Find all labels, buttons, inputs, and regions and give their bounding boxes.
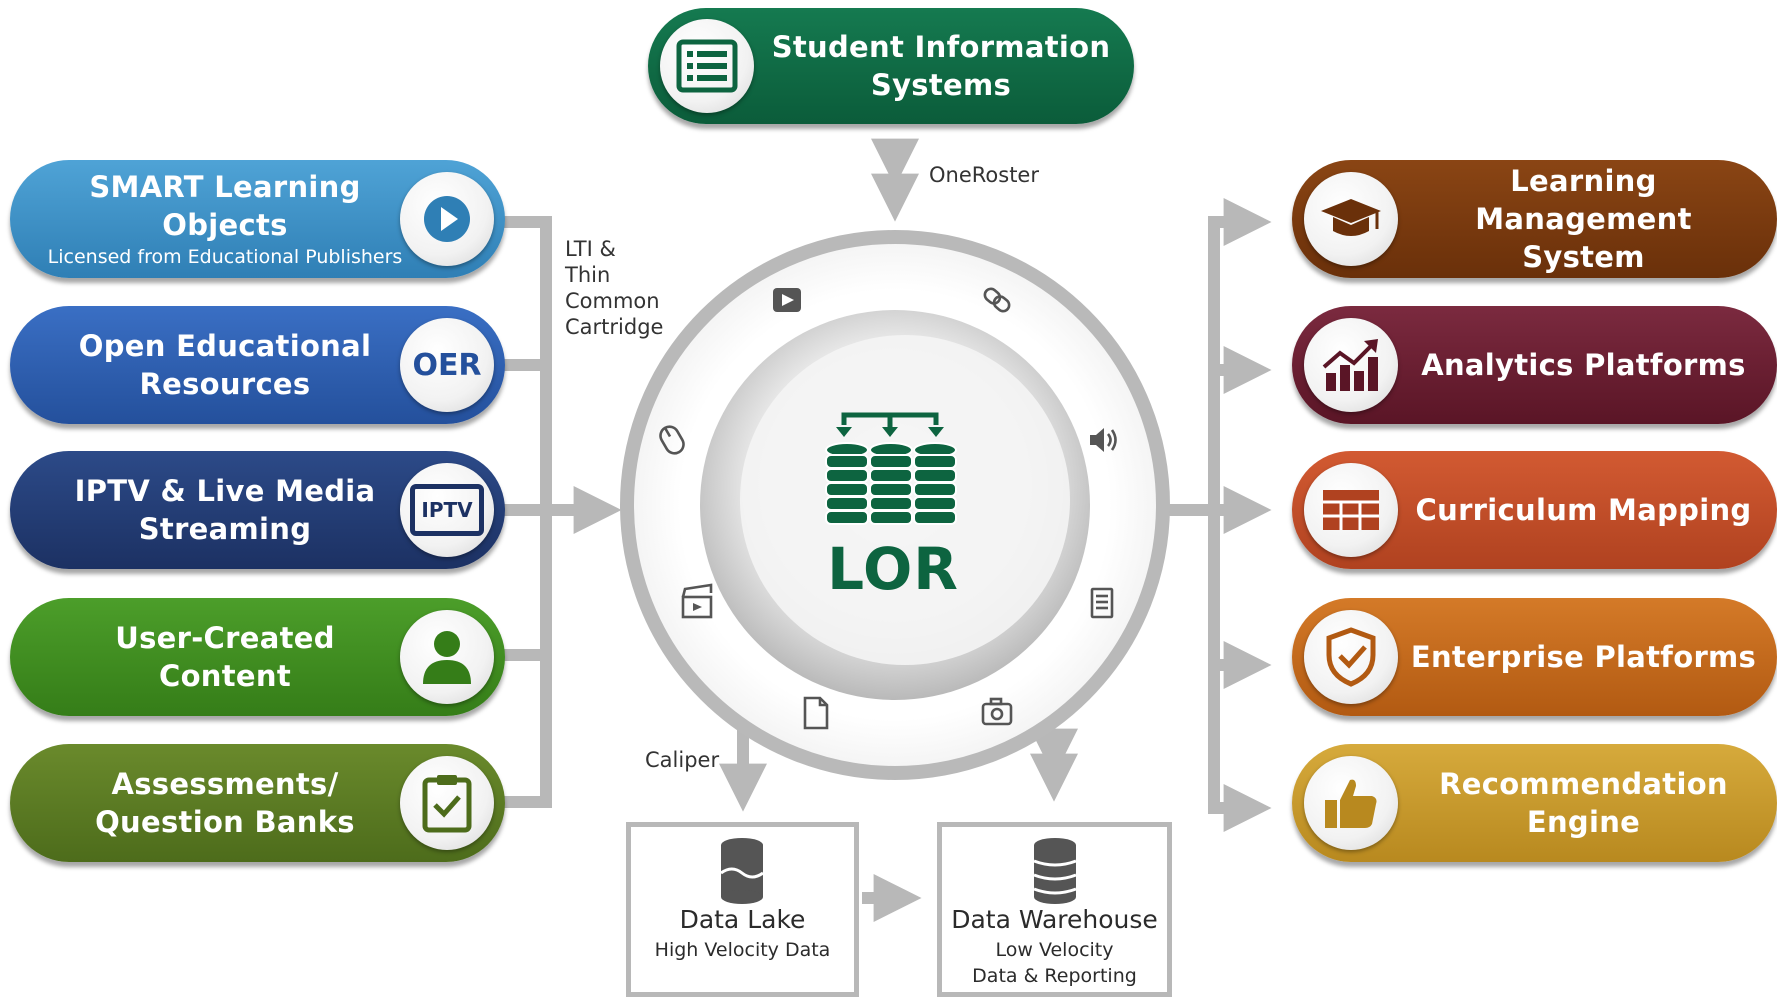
camera-icon	[981, 697, 1013, 726]
sis-pill: Student Information Systems	[648, 8, 1134, 124]
lti-label-line1: LTI &	[565, 237, 616, 261]
data-warehouse-box: Data Warehouse Low Velocity Data & Repor…	[937, 822, 1172, 997]
target-2-badge	[1304, 463, 1398, 557]
list-document-icon	[676, 39, 738, 93]
data-warehouse-subtitle-1: Low Velocity	[995, 939, 1114, 961]
target-analytics-platforms: Analytics Platforms	[1292, 306, 1777, 424]
source-0-subtitle: Licensed from Educational Publishers	[47, 246, 403, 268]
source-1-line2: Resources	[139, 367, 311, 401]
target-2-line1: Curriculum Mapping	[1415, 493, 1752, 527]
shield-check-icon	[1326, 627, 1376, 687]
person-icon	[423, 631, 471, 684]
data-lake-title: Data Lake	[679, 905, 806, 934]
source-iptv-live-media: IPTV & Live Media Streaming IPTV	[10, 451, 505, 569]
lti-label: LTI & Thin Common Cartridge	[565, 236, 663, 340]
source-4-line2: Question Banks	[95, 805, 355, 839]
data-warehouse-subtitle-2: Data & Reporting	[972, 965, 1137, 987]
source-0-badge	[400, 172, 494, 266]
source-3-badge	[400, 610, 494, 704]
source-3-line1: User-Created	[115, 621, 335, 655]
graduation-cap-icon	[1321, 199, 1381, 236]
database-icon	[720, 838, 764, 904]
ring-icons	[659, 287, 1117, 730]
source-1-line1: Open Educational	[78, 329, 372, 363]
document-icon	[1090, 587, 1114, 619]
caliper-label: Caliper	[645, 748, 720, 772]
source-2-line1: IPTV & Live Media	[74, 474, 376, 508]
link-icon	[983, 287, 1011, 313]
lor-label: LOR	[827, 535, 959, 603]
speaker-icon	[1090, 428, 1117, 452]
source-assessments-question-banks: Assessments/ Question Banks	[10, 744, 505, 862]
sis-title-line2: Systems	[870, 68, 1012, 102]
grid-icon	[1323, 490, 1379, 530]
source-3-line2: Content	[159, 659, 291, 693]
database-icon	[1033, 838, 1077, 904]
data-lake-subtitle: High Velocity Data	[654, 939, 831, 961]
database-stack-icon	[825, 412, 957, 525]
growth-chart-icon	[1322, 339, 1378, 391]
target-1-line1: Analytics Platforms	[1421, 348, 1746, 382]
thumbs-up-icon	[1325, 779, 1377, 828]
target-0-line2: System	[1522, 240, 1645, 274]
file-icon	[803, 696, 829, 730]
data-lake-box: Data Lake High Velocity Data	[626, 822, 859, 997]
target-recommendation-engine: Recommendation Engine	[1292, 744, 1777, 862]
target-learning-management-system: Learning Management System	[1292, 160, 1777, 278]
target-0-line1: Learning Management	[1475, 164, 1692, 236]
target-1-badge	[1304, 318, 1398, 412]
right-connector	[1162, 198, 1272, 832]
target-4-line2: Engine	[1526, 805, 1641, 839]
target-enterprise-platforms: Enterprise Platforms	[1292, 598, 1777, 716]
target-3-line1: Enterprise Platforms	[1410, 640, 1757, 674]
clapper-icon	[681, 583, 713, 619]
source-0-title: SMART Learning Objects	[89, 170, 361, 242]
tv-icon: IPTV	[400, 463, 494, 557]
data-warehouse-title: Data Warehouse	[951, 905, 1158, 934]
lti-label-line4: Cartridge	[565, 315, 664, 339]
lti-label-line3: Common	[565, 289, 660, 313]
oer-badge-text: OER	[412, 347, 482, 383]
target-3-badge	[1304, 610, 1398, 704]
sis-title-line1: Student Information	[771, 30, 1111, 64]
source-2-line2: Streaming	[138, 512, 312, 546]
oer-icon: OER	[400, 318, 494, 412]
clipboard-check-icon	[422, 775, 472, 833]
target-curriculum-mapping: Curriculum Mapping	[1292, 451, 1777, 569]
target-0-badge	[1304, 172, 1398, 266]
left-connector	[500, 216, 622, 808]
source-open-educational-resources: Open Educational Resources OER	[10, 306, 505, 424]
play-icon	[424, 196, 470, 242]
iptv-badge-text: IPTV	[421, 498, 473, 522]
target-4-badge	[1304, 756, 1398, 850]
source-4-line1: Assessments/	[111, 767, 339, 801]
source-user-created-content: User-Created Content	[10, 598, 505, 716]
oneroster-label: OneRoster	[929, 163, 1039, 187]
lti-label-line2: Thin	[565, 263, 611, 287]
mouse-icon	[659, 425, 685, 455]
source-smart-learning-objects: SMART Learning Objects Licensed from Edu…	[10, 160, 505, 278]
play-icon	[773, 288, 801, 312]
target-4-line1: Recommendation	[1439, 767, 1728, 801]
source-4-badge	[400, 756, 494, 850]
sis-badge	[660, 19, 754, 113]
